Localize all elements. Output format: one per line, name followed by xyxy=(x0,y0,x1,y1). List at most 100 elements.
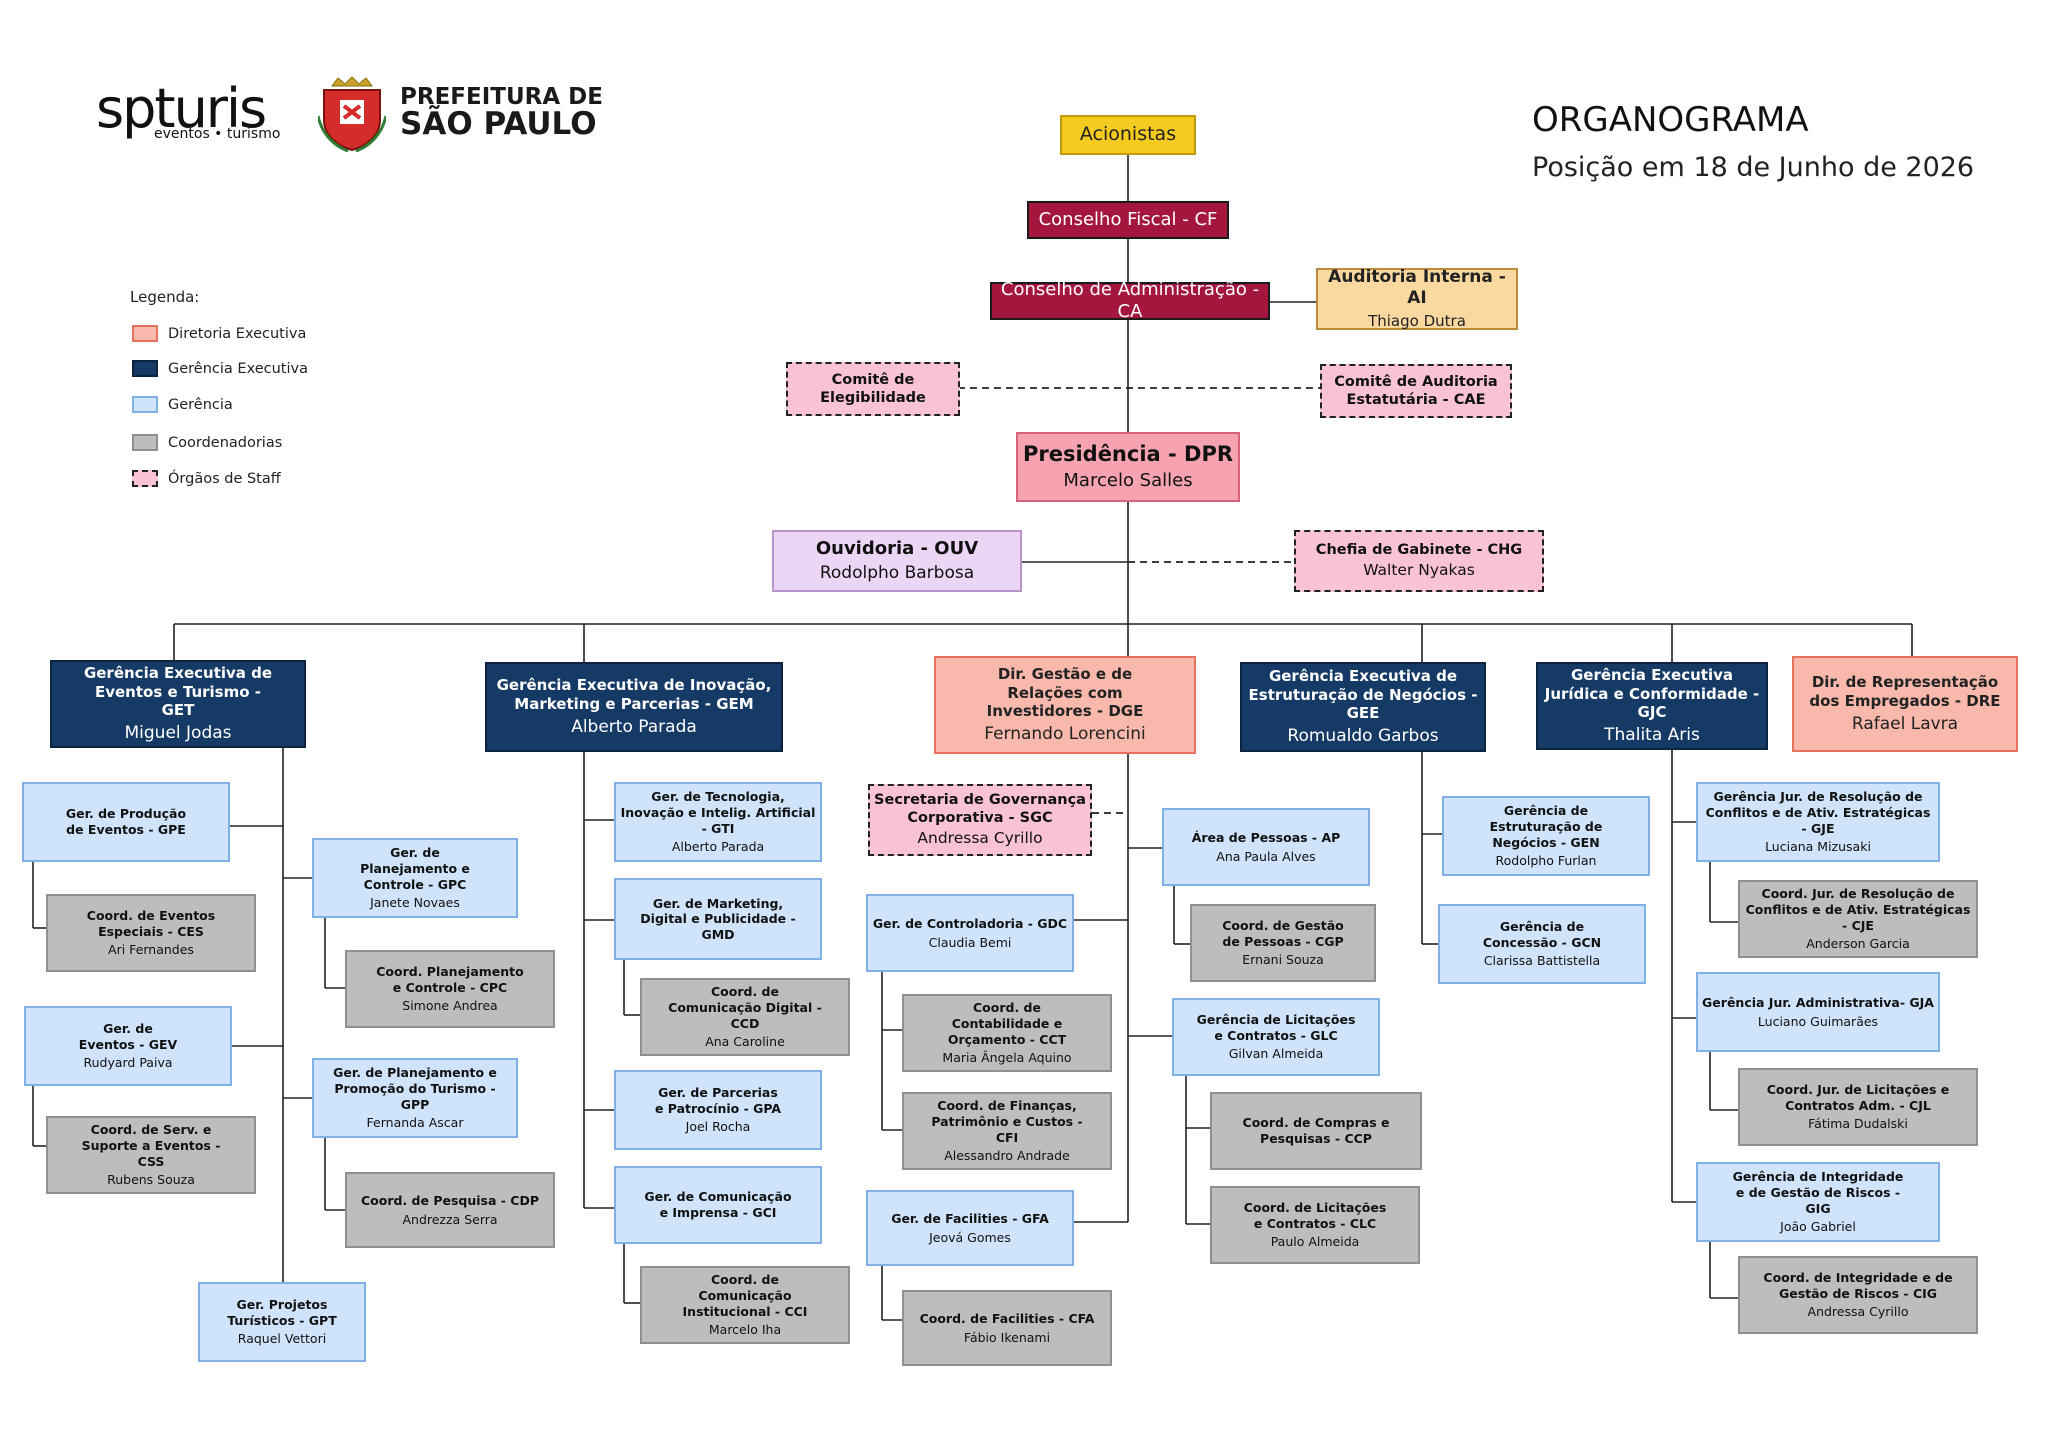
box-title: Gerência Executiva de Inovação, Marketin… xyxy=(496,676,772,713)
box-title: Coord. de Contabilidade e Orçamento - CC… xyxy=(947,1000,1067,1047)
legend-label: Diretoria Executiva xyxy=(168,325,307,342)
box-title: Gerência Executiva de Eventos e Turismo … xyxy=(83,663,273,720)
box-person: Joel Rocha xyxy=(685,1119,751,1135)
gpt-box: Ger. Projetos Turísticos - GPT Raquel Ve… xyxy=(198,1282,366,1362)
gdc-box: Ger. de Controladoria - GDC Claudia Bemi xyxy=(866,894,1074,972)
css-box: Coord. de Serv. e Suporte a Eventos - CS… xyxy=(46,1116,256,1194)
box-title: Ouvidoria - OUV xyxy=(815,538,979,560)
gpe-box: Ger. de Produção de Eventos - GPE xyxy=(22,782,230,862)
box-title: Gerência Jur. de Resolução de Conflitos … xyxy=(1705,789,1931,836)
box-person: Andressa Cyrillo xyxy=(1807,1304,1909,1320)
gpp-box: Ger. de Planejamento e Promoção do Turis… xyxy=(312,1058,518,1138)
box-title: Ger. de Planejamento e Promoção do Turis… xyxy=(333,1065,497,1112)
ap-box: Área de Pessoas - AP Ana Paula Alves xyxy=(1162,808,1370,886)
prefeitura-logo-line2: SÃO PAULO xyxy=(400,106,597,143)
box-person: Fábio Ikenami xyxy=(963,1329,1051,1345)
box-title: Ger. de Marketing, Digital e Publicidade… xyxy=(640,895,796,942)
box-title: Coord. de Eventos Especiais - CES xyxy=(86,908,216,939)
presidencia-box: Presidência - DPR Marcelo Salles xyxy=(1016,432,1240,502)
box-title: Coord. Jur. de Resolução de Conflitos e … xyxy=(1745,886,1971,933)
box-person: Gilvan Almeida xyxy=(1228,1046,1324,1062)
legend-swatch-gerencia xyxy=(132,396,158,413)
box-person: Janete Novaes xyxy=(370,895,460,911)
box-title: Coord. de Pesquisa - CDP xyxy=(360,1192,540,1208)
gem-box: Gerência Executiva de Inovação, Marketin… xyxy=(485,662,783,752)
box-title: Ger. de Controladoria - GDC xyxy=(872,915,1068,931)
legend-item-gerencia: Gerência xyxy=(132,396,233,413)
gpa-box: Ger. de Parcerias e Patrocínio - GPA Joe… xyxy=(614,1070,822,1150)
ces-box: Coord. de Eventos Especiais - CES Ari Fe… xyxy=(46,894,256,972)
legend-item-staff: Órgãos de Staff xyxy=(132,470,281,487)
comite-auditoria-box: Comitê de Auditoria Estatutária - CAE xyxy=(1320,364,1512,418)
box-title: Gerência Jur. Administrativa- GJA xyxy=(1702,994,1934,1010)
legend-swatch-diretoria xyxy=(132,325,158,342)
box-person: Jeová Gomes xyxy=(929,1229,1011,1245)
legend-swatch-gerencia-executiva xyxy=(132,360,158,377)
box-title: Gerência de Concessão - GCN xyxy=(1482,919,1602,950)
cpc-box: Coord. Planejamento e Controle - CPC Sim… xyxy=(345,950,555,1028)
legend-item-gerencia-executiva: Gerência Executiva xyxy=(132,360,308,377)
box-title: Ger. de Facilities - GFA xyxy=(891,1210,1049,1226)
sao-paulo-crest-icon xyxy=(318,76,386,152)
legend-title: Legenda: xyxy=(130,288,200,306)
ccp-box: Coord. de Compras e Pesquisas - CCP xyxy=(1210,1092,1422,1170)
box-title: Coord. de Integridade e de Gestão de Ris… xyxy=(1763,1270,1953,1301)
box-person: Alberto Parada xyxy=(571,716,697,737)
box-person: Romualdo Garbos xyxy=(1287,726,1439,746)
spturis-logo: spturis eventos • turismo xyxy=(96,77,280,143)
box-person: Rafael Lavra xyxy=(1851,713,1959,734)
spturis-logo-subtitle: eventos • turismo xyxy=(154,126,281,142)
box-person: Fátima Dudalski xyxy=(1808,1116,1908,1132)
box-person: Simone Andrea xyxy=(402,998,498,1014)
box-title: Auditoria Interna - AI xyxy=(1328,266,1506,309)
gpc-box: Ger. de Planejamento e Controle - GPC Ja… xyxy=(312,838,518,918)
box-person: Thiago Dutra xyxy=(1368,312,1466,331)
box-title: Ger. de Comunicação e Imprensa - GCI xyxy=(644,1189,792,1220)
ouvidoria-box: Ouvidoria - OUV Rodolpho Barbosa xyxy=(772,530,1022,592)
box-title: Chefia de Gabinete - CHG xyxy=(1315,542,1523,559)
get-box: Gerência Executiva de Eventos e Turismo … xyxy=(50,660,306,748)
box-title: Coord. de Comunicação Digital - CCD xyxy=(668,984,822,1031)
box-title: Área de Pessoas - AP xyxy=(1191,829,1341,845)
cci-box: Coord. de Comunicação Institucional - CC… xyxy=(640,1266,850,1344)
box-title: Coord. Planejamento e Controle - CPC xyxy=(376,964,524,995)
cjl-box: Coord. Jur. de Licitações e Contratos Ad… xyxy=(1738,1068,1978,1146)
box-person: Alberto Parada xyxy=(671,839,765,855)
conselho-fiscal-box: Conselho Fiscal - CF xyxy=(1027,201,1229,239)
spturis-logo-text: spturis xyxy=(96,77,267,140)
box-person: Rodolpho Barbosa xyxy=(819,562,975,583)
gfa-box: Ger. de Facilities - GFA Jeová Gomes xyxy=(866,1190,1074,1266)
box-person: Clarissa Battistella xyxy=(1483,953,1601,969)
box-person: Maria Ângela Aquino xyxy=(942,1050,1072,1066)
box-person: Paulo Almeida xyxy=(1270,1234,1360,1250)
box-title: Gerência de Integridade e de Gestão de R… xyxy=(1732,1169,1904,1216)
box-title: Gerência de Licitações e Contratos - GLC xyxy=(1196,1012,1356,1043)
gen-box: Gerência de Estruturação de Negócios - G… xyxy=(1442,796,1650,876)
box-person: Anderson Garcia xyxy=(1806,936,1910,952)
box-title: Gerência Executiva Jurídica e Conformida… xyxy=(1544,665,1760,722)
box-title: Dir. Gestão e de Relações com Investidor… xyxy=(986,664,1144,721)
gjc-box: Gerência Executiva Jurídica e Conformida… xyxy=(1536,662,1768,750)
box-person: Raquel Vettori xyxy=(237,1331,327,1347)
dge-box: Dir. Gestão e de Relações com Investidor… xyxy=(934,656,1196,754)
box-person: Luciano Guimarães xyxy=(1757,1013,1879,1029)
box-person: Andrezza Serra xyxy=(402,1211,498,1227)
ccd-box: Coord. de Comunicação Digital - CCD Ana … xyxy=(640,978,850,1056)
dre-box: Dir. de Representação dos Empregados - D… xyxy=(1792,656,2018,752)
gja-box: Gerência Jur. Administrativa- GJA Lucian… xyxy=(1696,972,1940,1052)
box-title: Ger. de Planejamento e Controle - GPC xyxy=(360,845,470,892)
gev-box: Ger. de Eventos - GEV Rudyard Paiva xyxy=(24,1006,232,1086)
gje-box: Gerência Jur. de Resolução de Conflitos … xyxy=(1696,782,1940,862)
box-title: Coord. Jur. de Licitações e Contratos Ad… xyxy=(1766,1082,1950,1113)
glc-box: Gerência de Licitações e Contratos - GLC… xyxy=(1172,998,1380,1076)
box-person: Ari Fernandes xyxy=(108,942,194,958)
page-title: ORGANOGRAMA xyxy=(1532,100,1809,140)
box-person: Luciana Mizusaki xyxy=(1765,839,1871,855)
box-person: Walter Nyakas xyxy=(1363,561,1475,580)
box-person: Thalita Aris xyxy=(1604,725,1700,745)
box-person: Miguel Jodas xyxy=(124,723,232,743)
gig-box: Gerência de Integridade e de Gestão de R… xyxy=(1696,1162,1940,1242)
box-title: Coord. de Gestão de Pessoas - CGP xyxy=(1222,918,1344,949)
box-person: Ana Paula Alves xyxy=(1216,848,1316,864)
